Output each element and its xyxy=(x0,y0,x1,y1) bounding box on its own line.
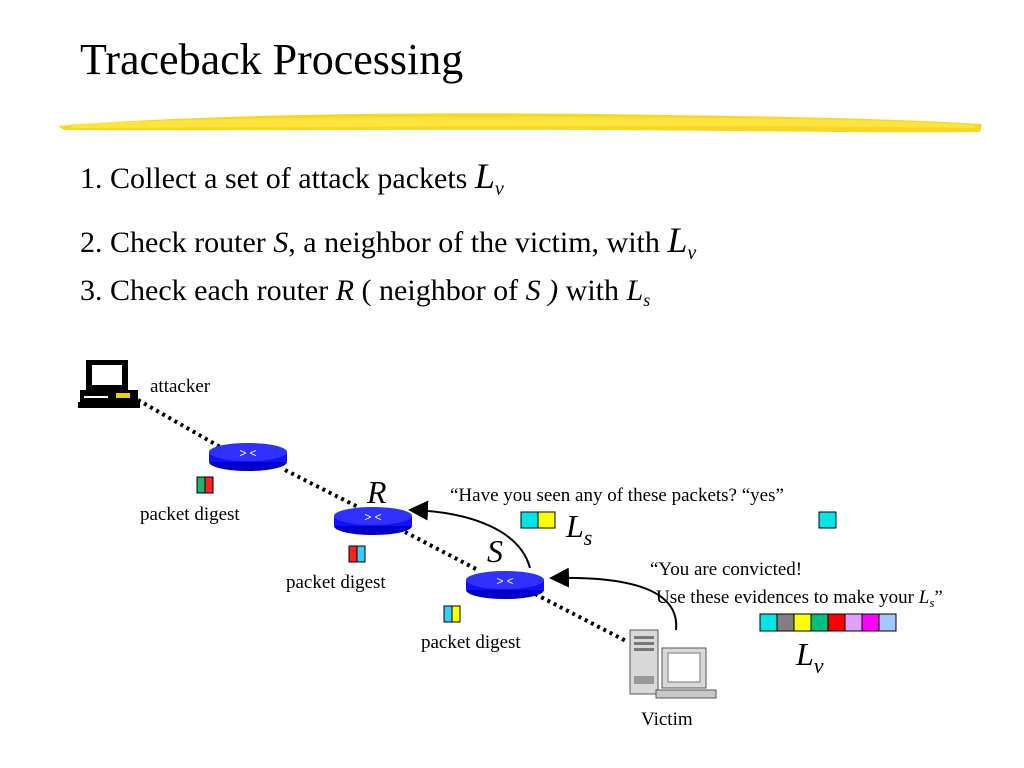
lv-packet-5 xyxy=(827,613,846,632)
digest-3-segment-1 xyxy=(443,605,453,623)
attacker-label: attacker xyxy=(150,376,211,397)
convict-arrow xyxy=(549,567,678,631)
router-s-label: S xyxy=(487,533,503,569)
step-2-text: 2. Check router xyxy=(80,226,274,259)
lv-symbol-letter: L xyxy=(796,636,814,672)
ls-symbol: Ls xyxy=(566,508,592,549)
packet-digest-3 xyxy=(443,605,461,623)
step-2-set-sub: v xyxy=(687,242,697,264)
packet-digest-label-1: packet digest xyxy=(140,504,240,525)
lv-packet-3 xyxy=(793,613,812,632)
packet-digest-label-3: packet digest xyxy=(421,632,521,653)
packet-digest-label-2: packet digest xyxy=(286,572,386,593)
digest-1-segment-2 xyxy=(204,476,214,494)
step-3-suffix: with xyxy=(558,274,627,307)
step-3-neighbor: S ) xyxy=(525,274,559,307)
title-highlight xyxy=(58,113,982,133)
query-arrow xyxy=(408,500,531,569)
svg-text:> <: > < xyxy=(496,574,513,588)
router-r: > < xyxy=(334,507,412,535)
packet-digest-2 xyxy=(348,545,366,563)
ls-symbol-letter: L xyxy=(566,508,584,544)
step-2-middle: , a neighbor of the victim, with xyxy=(288,226,668,259)
step-1: 1. Collect a set of attack packets Lv xyxy=(80,156,504,199)
convict-line-2-prefix: Use these evidences to make your xyxy=(656,587,919,608)
yes-packet xyxy=(818,511,837,529)
router-s: > < xyxy=(466,571,544,599)
step-3-middle: ( neighbor of xyxy=(354,274,526,307)
convict-line-2-sub: s xyxy=(929,595,935,610)
step-1-text: 1. Collect a set of attack packets xyxy=(80,162,475,195)
lv-packet-8 xyxy=(878,613,897,632)
lv-packet-6 xyxy=(844,613,863,632)
victim-label: Victim xyxy=(641,709,693,730)
page-title: Traceback Processing xyxy=(80,35,464,84)
lv-packet-set xyxy=(759,613,897,632)
packet-digest-1 xyxy=(196,476,214,494)
lv-packet-7 xyxy=(861,613,880,632)
digest-2-segment-1 xyxy=(348,545,358,563)
victim-computer-icon xyxy=(629,629,717,699)
step-2-set-symbol: L xyxy=(667,220,688,260)
step-2: 2. Check router S, a neighbor of the vic… xyxy=(80,220,696,263)
router-r-label: R xyxy=(367,474,387,510)
router-1: > < xyxy=(209,443,287,471)
digest-1-segment-1 xyxy=(196,476,206,494)
query-text: “Have you seen any of these packets? “ye… xyxy=(450,485,784,506)
ls-symbol-sub: s xyxy=(583,525,593,550)
step-3-set-symbol: L xyxy=(626,274,644,307)
digest-3-segment-2 xyxy=(451,605,461,623)
attacker-computer-icon xyxy=(78,360,140,408)
lv-symbol: Lv xyxy=(796,636,824,677)
convict-line-2-suffix: ” xyxy=(934,587,943,608)
ls-packet-set xyxy=(520,511,556,529)
convict-line-1: “You are convicted! xyxy=(650,559,803,580)
step-3-router: R xyxy=(335,274,355,307)
lv-packet-1 xyxy=(759,613,778,632)
lv-packet-4 xyxy=(810,613,829,632)
step-3-set-sub: s xyxy=(643,290,651,310)
step-2-router: S xyxy=(273,226,289,259)
digest-2-segment-2 xyxy=(356,545,366,563)
ls-packet-1 xyxy=(520,511,539,529)
step-1-set-symbol: L xyxy=(474,156,495,196)
convict-line-2: Use these evidences to make your Ls” xyxy=(656,587,943,610)
lv-symbol-sub: v xyxy=(813,653,824,678)
yes-packet-square-1 xyxy=(818,511,837,529)
convict-line-2-symbol: L xyxy=(918,587,930,608)
step-3-text: 3. Check each router xyxy=(80,274,336,307)
attack-path xyxy=(137,398,629,644)
ls-packet-2 xyxy=(537,511,556,529)
svg-text:> <: > < xyxy=(364,510,381,524)
step-3: 3. Check each router R ( neighbor of S )… xyxy=(80,274,650,310)
svg-text:> <: > < xyxy=(239,446,256,460)
lv-packet-2 xyxy=(776,613,795,632)
step-1-set-sub: v xyxy=(494,178,504,200)
